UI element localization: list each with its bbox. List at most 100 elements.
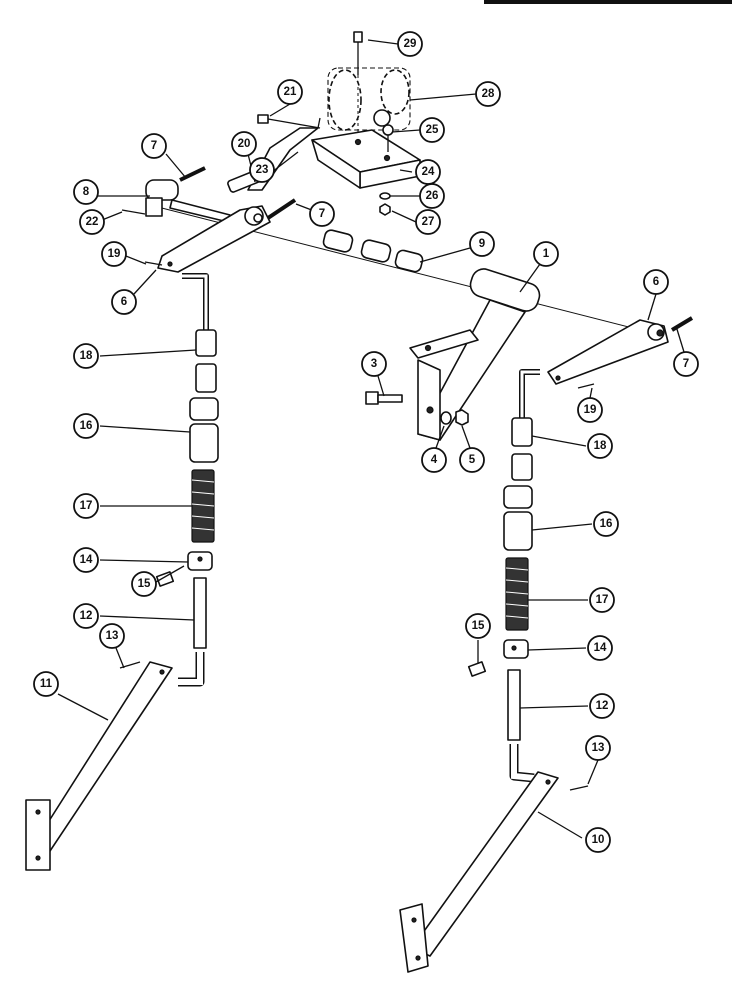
svg-text:14: 14 [80, 554, 93, 566]
spring-17-right [505, 557, 529, 631]
sleeve-18-right [511, 417, 533, 447]
rod-12-left [193, 577, 207, 649]
callout-13-left: 13 [99, 623, 125, 649]
spacer-right [511, 453, 533, 481]
svg-text:16: 16 [80, 420, 93, 432]
svg-text:26: 26 [426, 190, 439, 202]
pin-19-right [577, 383, 595, 389]
callout-4: 4 [421, 447, 447, 473]
collar-left [189, 397, 219, 421]
washer-4 [440, 411, 452, 425]
callout-22: 22 [79, 209, 105, 235]
nut-27 [379, 203, 391, 216]
bushings-9 [322, 229, 424, 273]
rod-left-upper [169, 199, 231, 223]
callout-17-right: 17 [589, 587, 615, 613]
tube-16-left [189, 423, 219, 463]
callout-13-right: 13 [585, 735, 611, 761]
svg-text:11: 11 [40, 678, 53, 690]
bolt-29 [353, 31, 363, 140]
bolt-25 [382, 124, 394, 152]
mounting-plate-24 [311, 129, 421, 189]
svg-text:28: 28 [482, 88, 495, 100]
collar-14-left [187, 551, 213, 571]
collar-right [503, 485, 533, 509]
lower-elbow-right [509, 744, 535, 783]
svg-text:25: 25 [426, 124, 439, 136]
svg-text:15: 15 [472, 620, 485, 632]
arm-6-left [157, 205, 271, 273]
svg-text:24: 24 [422, 166, 435, 178]
callout-leaders [57, 39, 685, 839]
callout-6-right: 6 [643, 269, 669, 295]
pin-19-left [144, 261, 163, 266]
callout-16-left: 16 [73, 413, 99, 439]
svg-text:3: 3 [371, 358, 377, 370]
svg-text:27: 27 [422, 216, 435, 228]
svg-text:16: 16 [600, 518, 613, 530]
callout-7-right: 7 [673, 351, 699, 377]
rod-left-elbow [182, 273, 209, 330]
washer-26 [379, 192, 391, 200]
spring-17-left [191, 469, 215, 543]
callout-19-left: 19 [101, 241, 127, 267]
callout-12-left: 12 [73, 603, 99, 629]
set-screw-15-left [155, 571, 175, 587]
callout-25: 25 [419, 117, 445, 143]
callout-15-right: 15 [465, 613, 491, 639]
callout-15-left: 15 [131, 571, 157, 597]
tube-16-right [503, 511, 533, 551]
callout-19-right: 19 [577, 397, 603, 423]
callout-28: 28 [475, 81, 501, 107]
callout-17-left: 17 [73, 493, 99, 519]
lever-11 [25, 661, 173, 871]
callout-20: 20 [231, 131, 257, 157]
svg-text:19: 19 [584, 404, 597, 416]
svg-text:21: 21 [284, 86, 297, 98]
bushing-8 [145, 179, 179, 217]
nut-5 [455, 409, 469, 426]
roll-pin-7-center [266, 198, 297, 220]
svg-text:20: 20 [238, 138, 251, 150]
lever-10 [399, 771, 559, 973]
callout-7-center: 7 [309, 201, 335, 227]
svg-text:18: 18 [594, 440, 607, 452]
callout-6-left: 6 [111, 289, 137, 315]
callout-18-right: 18 [587, 433, 613, 459]
callout-14-right: 14 [587, 635, 613, 661]
svg-text:17: 17 [80, 500, 93, 512]
callout-12-right: 12 [589, 693, 615, 719]
svg-text:29: 29 [404, 38, 417, 50]
callout-1: 1 [533, 241, 559, 267]
svg-text:13: 13 [592, 742, 605, 754]
callout-3: 3 [361, 351, 387, 377]
callout-16-right: 16 [593, 511, 619, 537]
svg-text:9: 9 [479, 238, 485, 250]
svg-text:8: 8 [83, 186, 90, 198]
svg-text:6: 6 [121, 296, 127, 308]
svg-text:1: 1 [543, 248, 550, 260]
svg-text:5: 5 [469, 454, 476, 466]
sleeve-18-left [195, 329, 217, 357]
bolt-21 [257, 114, 321, 129]
rod-right-elbow [519, 369, 540, 420]
callout-21: 21 [277, 79, 303, 105]
svg-text:12: 12 [596, 700, 609, 712]
callout-29: 29 [397, 31, 423, 57]
svg-text:10: 10 [592, 834, 605, 846]
lower-elbow-left [178, 652, 205, 687]
callout-9: 9 [469, 231, 495, 257]
pin-13-right [569, 785, 589, 791]
svg-text:4: 4 [431, 454, 438, 466]
svg-text:7: 7 [683, 358, 689, 370]
roll-pin-7-right [670, 316, 694, 332]
svg-text:23: 23 [256, 164, 269, 176]
svg-text:15: 15 [138, 578, 151, 590]
callout-8: 8 [73, 179, 99, 205]
rod-12-right [507, 669, 521, 741]
callout-5: 5 [459, 447, 485, 473]
spacer-left [195, 363, 217, 393]
svg-text:18: 18 [80, 350, 93, 362]
svg-text:6: 6 [653, 276, 659, 288]
